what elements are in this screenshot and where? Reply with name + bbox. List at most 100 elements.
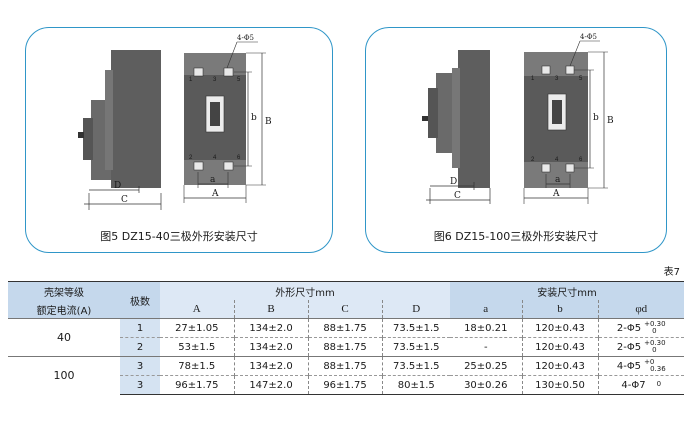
dim-label-D: D (114, 181, 121, 191)
terminal-2: 2 (531, 157, 535, 163)
cell-B: 134±2.0 (234, 337, 309, 357)
header-col-phid: φd (598, 300, 684, 319)
terminal-2: 2 (189, 155, 193, 161)
header-col-a: a (450, 300, 523, 319)
cell-D: 73.5±1.5 (382, 337, 450, 357)
header-row-2: 额定电流(A) A B C D a b φd (8, 300, 684, 319)
dim-label-a: a (210, 175, 216, 185)
terminal-1: 1 (531, 76, 535, 82)
cell-D: 73.5±1.5 (382, 356, 450, 376)
terminal-4: 4 (213, 155, 217, 161)
terminal-6: 6 (579, 157, 583, 163)
cell-B: 134±2.0 (234, 318, 309, 338)
cell-D: 80±1.5 (382, 375, 450, 395)
tol-lower: 0 (652, 346, 657, 354)
cell-current: 100 (8, 356, 120, 395)
cell-A: 96±1.75 (160, 375, 235, 395)
cell-C: 88±1.75 (308, 337, 383, 357)
hole-label: 4-Φ5 (237, 34, 254, 42)
cell-poles: 3 (120, 375, 160, 395)
table-row: 2 53±1.5 134±2.0 88±1.75 73.5±1.5 - 120±… (8, 337, 684, 357)
cell-current: 40 (8, 318, 120, 357)
tol-lower: 0 (652, 327, 657, 335)
tol-upper: +0.30 (644, 320, 666, 328)
header-row-1: 壳架等级 极数 外形尺寸mm 安装尺寸mm (8, 281, 684, 319)
spec-table: 壳架等级 极数 外形尺寸mm 安装尺寸mm 额定电流(A) A B C D a … (8, 281, 684, 395)
table-row: 40 1 27±1.05 134±2.0 88±1.75 73.5±1.5 18… (8, 318, 684, 357)
side-view (422, 50, 490, 188)
cell-poles: 2 (120, 337, 160, 357)
dim-label-D: D (450, 177, 457, 187)
cell-a: 30±0.26 (450, 375, 523, 395)
cell-a: 25±0.25 (450, 356, 523, 376)
header-rated-current: 额定电流(A) (8, 300, 120, 319)
front-view (184, 53, 246, 185)
cell-poles: 1 (120, 318, 160, 338)
header-col-C: C (308, 300, 383, 319)
dz15-40-drawing: D C 1 3 5 2 4 6 4-Φ5 b B (78, 34, 272, 210)
terminal-5: 5 (579, 76, 583, 82)
dz15-100-drawing: D C 1 3 5 2 4 6 4-Φ5 b B (422, 33, 614, 204)
header-col-D: D (382, 300, 450, 319)
terminal-3: 3 (555, 76, 559, 82)
cell-C: 96±1.75 (308, 375, 383, 395)
figure-6-caption: 图6 DZ15-100三极外形安装尺寸 (433, 230, 599, 243)
cell-C: 88±1.75 (308, 356, 383, 376)
figure-panel-dz15-40: D C 1 3 5 2 4 6 4-Φ5 b B (25, 27, 333, 253)
phid-value: 2-Φ5 (616, 323, 642, 334)
dim-label-B: B (265, 117, 272, 127)
table-number: 表7 (663, 267, 680, 278)
header-col-B: B (234, 300, 309, 319)
tol-upper: +0.30 (644, 339, 666, 347)
figure-5-caption: 图5 DZ15-40三极外形安装尺寸 (100, 230, 258, 243)
header-poles: 极数 (120, 281, 160, 319)
terminal-5: 5 (237, 77, 241, 83)
dim-label-C: C (454, 191, 461, 201)
dim-label-b: b (593, 113, 599, 123)
phid-value: 4-Φ5 (616, 361, 642, 372)
dim-label-b: b (251, 113, 257, 123)
dim-label-a: a (555, 175, 561, 185)
cell-b: 120±0.43 (522, 337, 599, 357)
dim-label-A: A (211, 189, 219, 199)
terminal-1: 1 (189, 77, 193, 83)
figure-panel-dz15-100: D C 1 3 5 2 4 6 4-Φ5 b B (365, 27, 667, 253)
terminal-3: 3 (213, 77, 217, 83)
header-frame-grade: 壳架等级 (8, 281, 120, 300)
dim-label-C: C (121, 195, 128, 205)
cell-b: 120±0.43 (522, 318, 599, 338)
cell-phid: 4-Φ7 0 (598, 375, 684, 395)
cell-B: 134±2.0 (234, 356, 309, 376)
header-install: 安装尺寸mm (450, 281, 684, 300)
tol-lower: 0.36 (650, 365, 666, 373)
cell-poles: 3 (120, 356, 160, 376)
terminal-6: 6 (237, 155, 241, 161)
phid-value: 2-Φ5 (616, 342, 642, 353)
cell-a: 18±0.21 (450, 318, 523, 338)
cell-A: 78±1.5 (160, 356, 235, 376)
phid-value: 4-Φ7 (621, 379, 646, 391)
terminal-4: 4 (555, 157, 559, 163)
side-view (78, 50, 161, 188)
dim-label-B: B (607, 116, 614, 126)
cell-B: 147±2.0 (234, 375, 309, 395)
hole-label: 4-Φ5 (580, 33, 597, 41)
tol-upper: +0 (644, 358, 655, 366)
front-view (524, 52, 588, 188)
cell-b: 130±0.50 (522, 375, 599, 395)
header-col-A: A (160, 300, 235, 319)
dim-label-A: A (552, 189, 560, 199)
header-col-b: b (522, 300, 599, 319)
tol-upper: 0 (656, 380, 662, 388)
cell-A: 27±1.05 (160, 318, 235, 338)
header-outline: 外形尺寸mm (160, 281, 450, 300)
cell-D: 73.5±1.5 (382, 318, 450, 338)
cell-C: 88±1.75 (308, 318, 383, 338)
cell-A: 53±1.5 (160, 337, 235, 357)
table-row: 100 3 78±1.5 134±2.0 88±1.75 73.5±1.5 25… (8, 356, 684, 395)
table-row: 3 96±1.75 147±2.0 96±1.75 80±1.5 30±0.26… (8, 375, 684, 395)
cell-b: 120±0.43 (522, 356, 599, 376)
